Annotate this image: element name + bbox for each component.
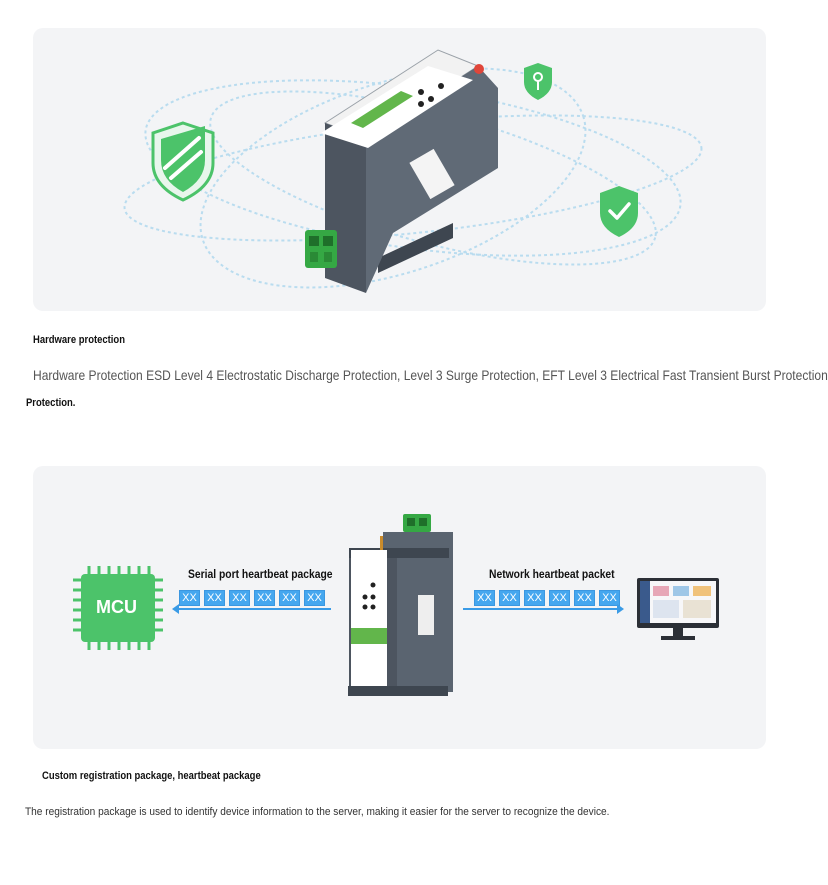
packet-box: XX bbox=[229, 590, 250, 606]
network-heartbeat-label: Network heartbeat packet bbox=[489, 567, 615, 581]
shield-icon bbox=[151, 121, 215, 202]
converter-device bbox=[305, 49, 498, 293]
hardware-protection-description: Hardware Protection ESD Level 4 Electros… bbox=[33, 367, 828, 383]
heartbeat-diagram: MCU Serial port heartbeat package XX XX … bbox=[33, 466, 766, 749]
key-shield-icon bbox=[524, 63, 552, 100]
packet-box: XX bbox=[279, 590, 300, 606]
serial-heartbeat-label: Serial port heartbeat package bbox=[188, 567, 333, 581]
packet-box: XX bbox=[599, 590, 620, 606]
hardware-protection-description-overflow: Protection. bbox=[26, 397, 76, 409]
hardware-protection-image bbox=[33, 28, 766, 311]
packet-box: XX bbox=[474, 590, 495, 606]
packet-box: XX bbox=[499, 590, 520, 606]
mcu-chip-icon bbox=[73, 566, 163, 650]
packet-box: XX bbox=[549, 590, 570, 606]
packet-box: XX bbox=[524, 590, 545, 606]
serial-arrow bbox=[172, 604, 331, 614]
packet-box: XX bbox=[204, 590, 225, 606]
network-arrow bbox=[463, 604, 624, 614]
packet-box: XX bbox=[574, 590, 595, 606]
section-title-registration: Custom registration package, heartbeat p… bbox=[42, 770, 261, 782]
monitor-icon bbox=[637, 578, 719, 640]
check-shield-icon bbox=[600, 186, 638, 237]
mcu-label: MCU bbox=[96, 597, 137, 617]
serial-packet-row: XX XX XX XX XX XX bbox=[179, 590, 325, 606]
registration-description: The registration package is used to iden… bbox=[25, 806, 610, 818]
network-packet-row: XX XX XX XX XX XX bbox=[474, 590, 620, 606]
hardware-protection-illustration bbox=[123, 49, 703, 293]
converter-device bbox=[348, 514, 453, 696]
packet-box: XX bbox=[304, 590, 325, 606]
packet-box: XX bbox=[254, 590, 275, 606]
section-title-hardware-protection: Hardware protection bbox=[33, 334, 125, 346]
packet-box: XX bbox=[179, 590, 200, 606]
